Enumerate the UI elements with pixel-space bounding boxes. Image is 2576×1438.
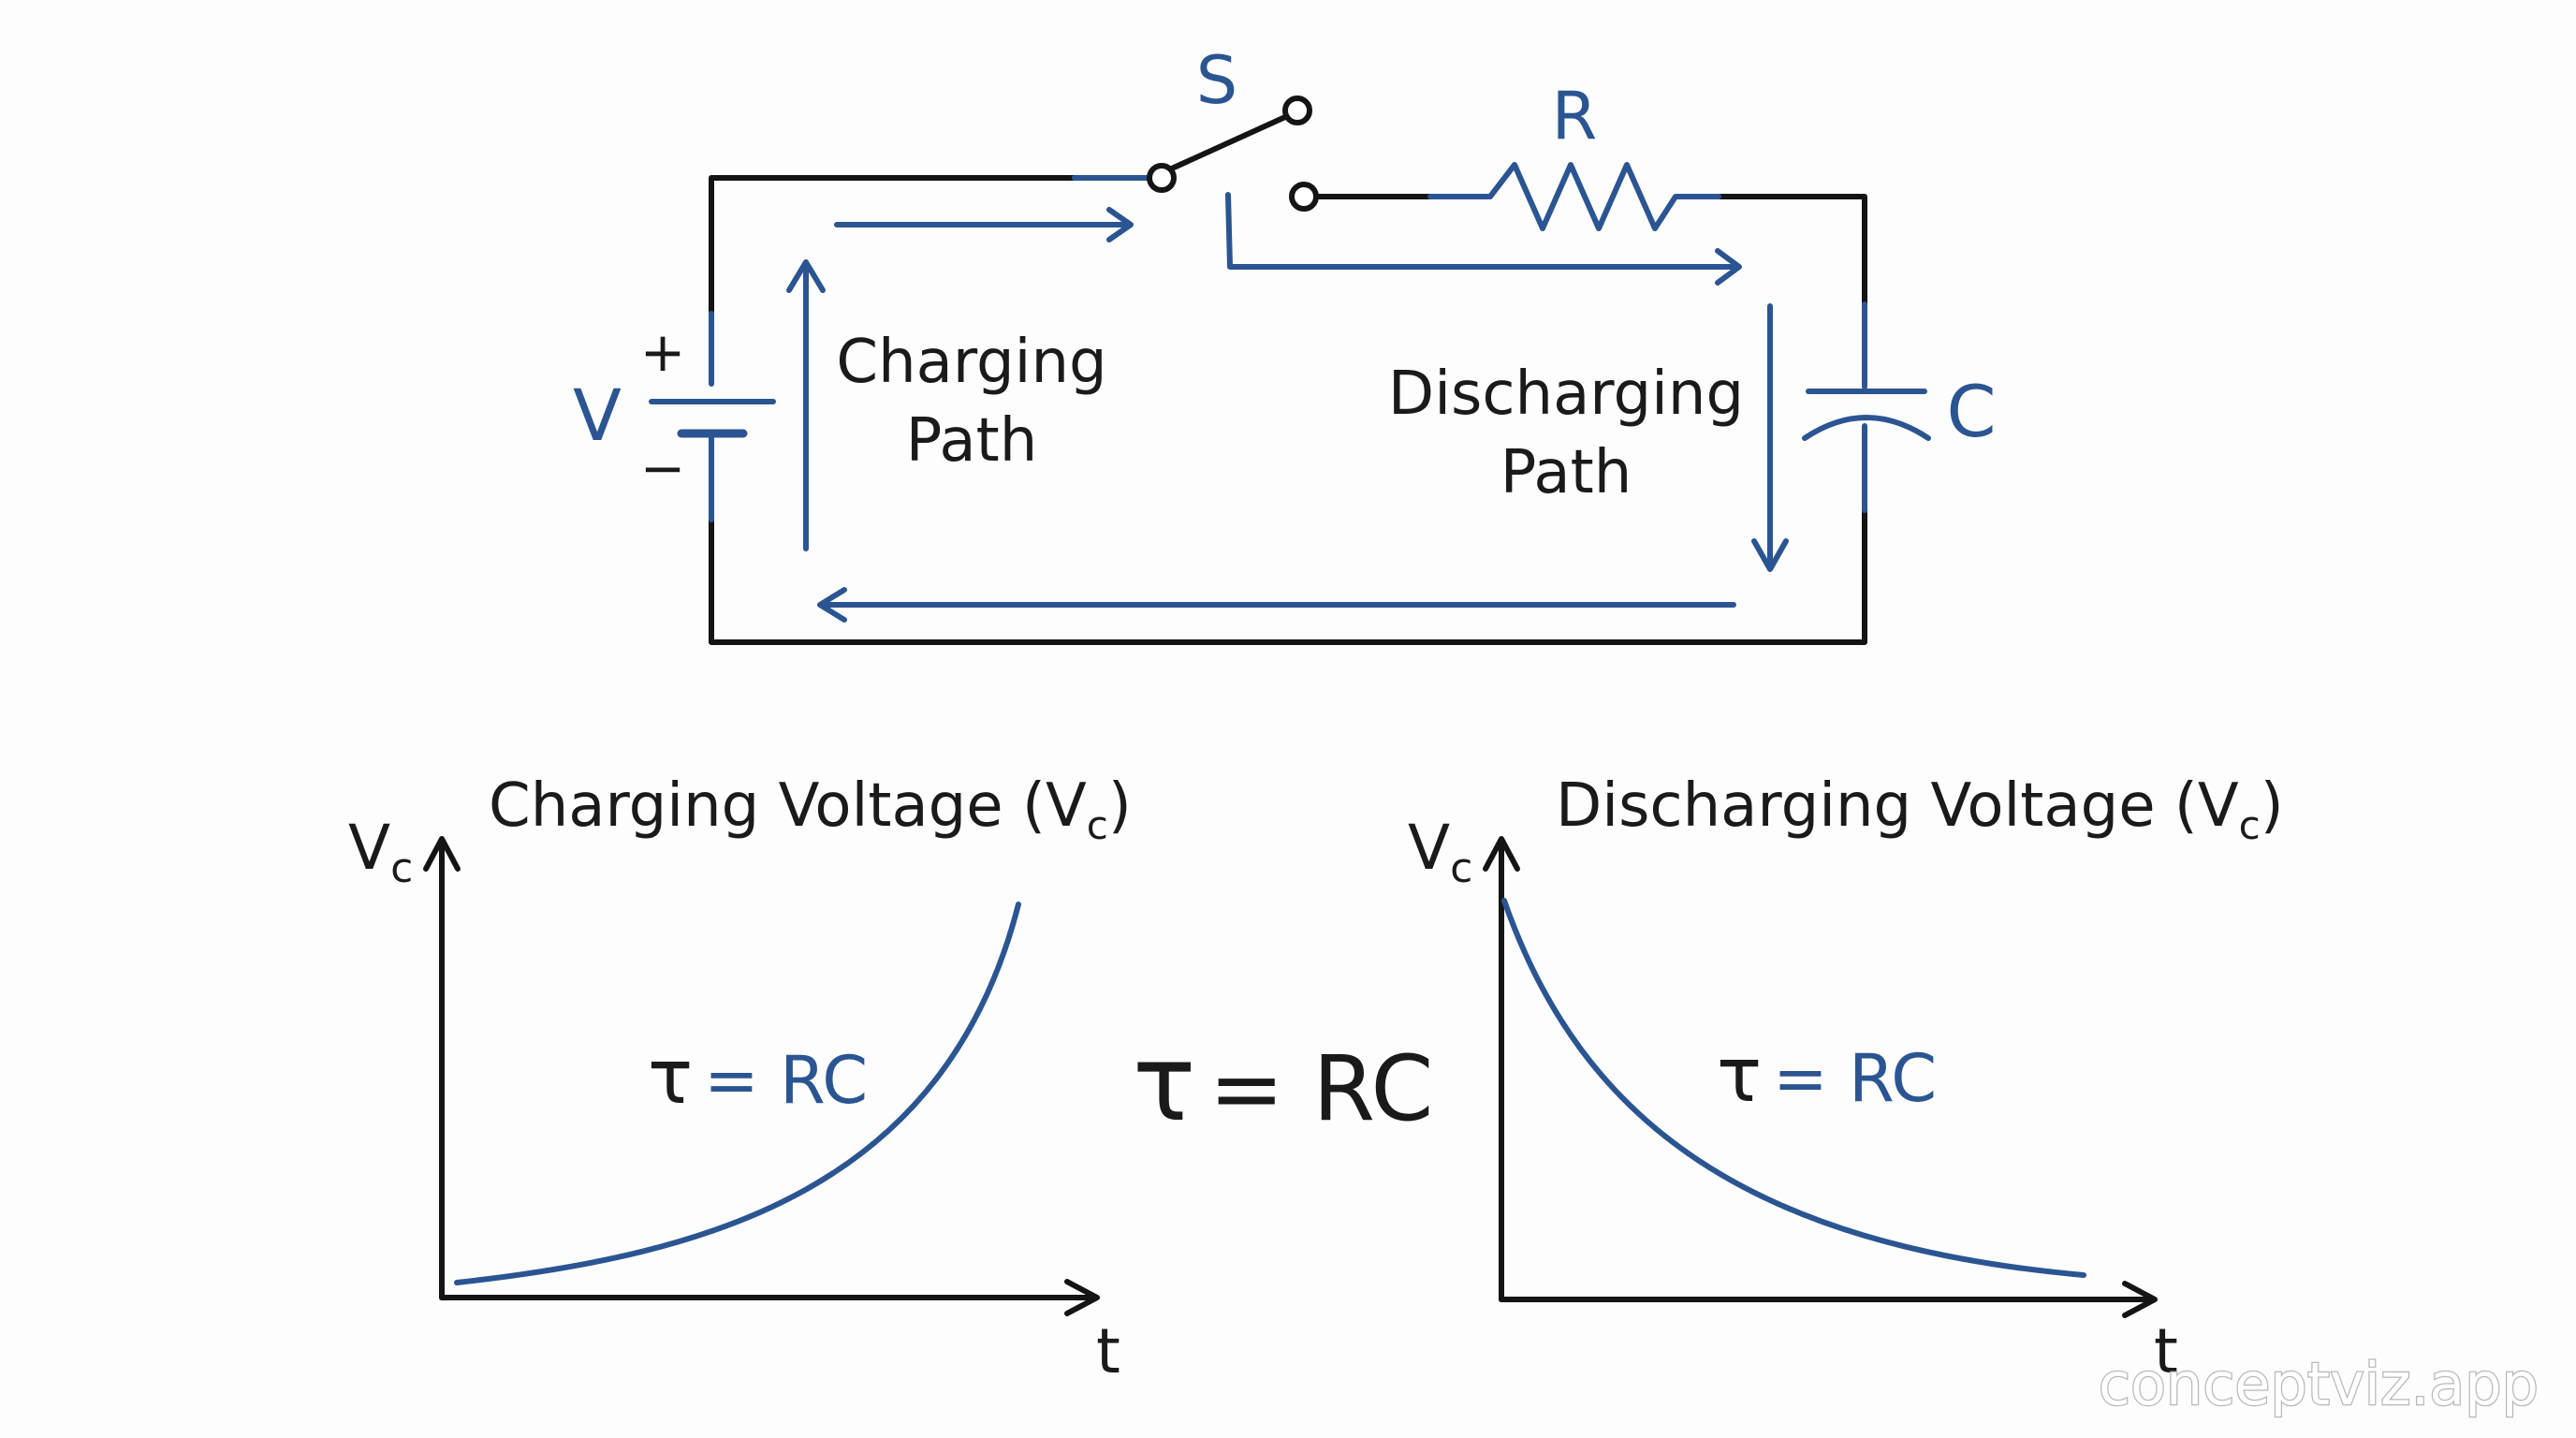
discharging-title-subscript: c	[2239, 802, 2261, 848]
circuit: S R C V + − Charging Path Discharging Pa…	[573, 42, 1997, 645]
charging-y-axis-label: Vc	[348, 812, 413, 892]
switch-pivot-terminal	[1147, 163, 1177, 193]
capacitor-symbol	[1802, 389, 1931, 441]
center-formula-rest: = RC	[1208, 1036, 1433, 1141]
charging-path-label-line1: Charging	[836, 328, 1106, 397]
center-time-constant-formula: τ= RC	[1133, 1023, 1433, 1145]
resistor-label: R	[1552, 78, 1598, 154]
charging-curve	[454, 902, 1021, 1285]
discharging-path-label-line1: Discharging	[1388, 360, 1744, 429]
discharging-x-axis-label: t	[2154, 1315, 2178, 1387]
charging-x-axis-label: t	[1096, 1315, 1120, 1387]
charging-graph: Charging Voltage (Vc) Vc t τ= RC	[348, 771, 1132, 1387]
wire-left-top	[709, 175, 1077, 316]
discharging-graph: Discharging Voltage (Vc) Vc t τ= RC	[1408, 771, 2284, 1387]
charging-title-subscript: c	[1087, 802, 1108, 848]
discharging-y-axis-label: Vc	[1408, 812, 1472, 892]
discharging-tau-symbol: τ	[1717, 1032, 1762, 1119]
discharging-y-label-main: V	[1408, 812, 1450, 884]
charging-path-label-line2: Path	[906, 406, 1038, 476]
switch	[1147, 95, 1319, 212]
charging-graph-title: Charging Voltage (Vc)	[489, 771, 1132, 848]
discharging-x-axis-arrowhead	[2122, 1281, 2158, 1318]
wire-right-corner	[1716, 194, 1867, 307]
discharging-curve	[1501, 898, 2086, 1278]
charging-tau-rest: = RC	[704, 1042, 868, 1119]
discharging-y-label-subscript: c	[1450, 844, 1472, 892]
watermark: conceptviz.app	[2099, 1350, 2539, 1418]
charging-y-label-subscript: c	[390, 844, 413, 892]
discharging-tau-rest: = RC	[1773, 1040, 1937, 1117]
discharging-path-label-line2: Path	[1500, 438, 1632, 507]
center-tau-symbol: τ	[1133, 1023, 1195, 1145]
charging-tau-formula: τ= RC	[648, 1034, 868, 1121]
voltage-source-symbol	[649, 399, 776, 438]
charging-path-arrows	[786, 207, 1134, 551]
discharging-title-main: Discharging Voltage (V	[1556, 771, 2239, 841]
resistor-zigzag	[1427, 162, 1721, 231]
plus-sign: +	[640, 320, 686, 384]
source-label: V	[573, 374, 622, 457]
wire-left-bottom	[709, 507, 1867, 645]
discharging-tau-formula: τ= RC	[1717, 1032, 1937, 1119]
charging-title-main: Charging Voltage (V	[489, 771, 1087, 841]
charging-y-label-main: V	[348, 812, 390, 884]
capacitor-label: C	[1946, 370, 1996, 453]
switch-throw-terminal	[1282, 95, 1312, 125]
discharging-title-close: )	[2261, 771, 2284, 841]
switch-contact-terminal	[1289, 182, 1319, 212]
discharging-graph-title: Discharging Voltage (Vc)	[1556, 771, 2284, 848]
discharging-y-axis-arrowhead	[1483, 836, 1520, 872]
switch-label: S	[1196, 42, 1237, 119]
charging-title-close: )	[1108, 771, 1132, 841]
discharging-path-arrows	[817, 192, 1789, 623]
charging-tau-symbol: τ	[648, 1034, 693, 1121]
minus-sign: −	[640, 436, 686, 500]
charging-y-axis-arrowhead	[423, 836, 461, 872]
charging-x-axis-arrowhead	[1064, 1279, 1100, 1316]
